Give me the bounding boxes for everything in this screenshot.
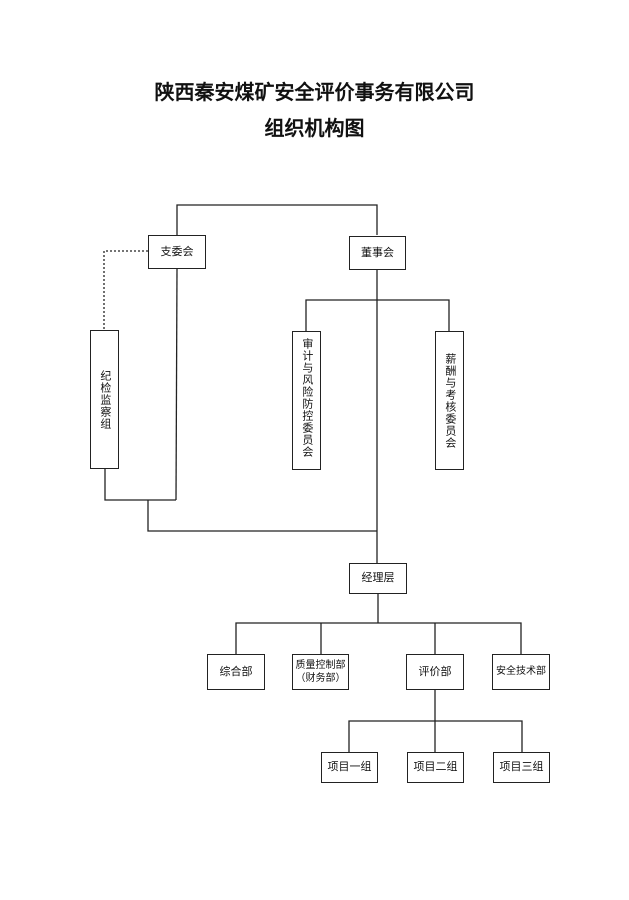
qc-dept-box: 质量控制部 （财务部） bbox=[292, 654, 349, 690]
evaluation-dept-box: 评价部 bbox=[406, 654, 464, 690]
general-dept-label: 综合部 bbox=[219, 664, 253, 678]
compensation-committee-label: 薪酬与考核委员会 bbox=[443, 352, 457, 449]
general-dept-box: 综合部 bbox=[207, 654, 265, 690]
company-title: 陕西秦安煤矿安全评价事务有限公司 bbox=[154, 80, 475, 104]
board-box: 董事会 bbox=[349, 236, 406, 270]
safety-tech-dept-label: 安全技术部 bbox=[496, 666, 546, 678]
party-committee-label: 支委会 bbox=[160, 244, 194, 258]
audit-committee-label: 审计与风险防控委员会 bbox=[300, 338, 314, 458]
project-group-3-label: 项目三组 bbox=[499, 760, 544, 774]
connector-dotted-discipline bbox=[103, 250, 148, 330]
connector-discipline-join bbox=[104, 469, 176, 501]
safety-tech-dept-box: 安全技术部 bbox=[492, 654, 550, 690]
project-group-2-label: 项目二组 bbox=[413, 760, 458, 774]
qc-dept-label: 质量控制部 bbox=[295, 659, 346, 671]
discipline-label: 纪检监察组 bbox=[98, 369, 112, 430]
party-committee-box: 支委会 bbox=[148, 235, 206, 269]
evaluation-dept-label: 评价部 bbox=[418, 664, 452, 678]
connector-party-down bbox=[175, 268, 178, 501]
project-group-1-label: 项目一组 bbox=[327, 760, 372, 774]
management-box: 经理层 bbox=[349, 563, 407, 594]
board-label: 董事会 bbox=[361, 245, 394, 259]
project-group-3-box: 项目三组 bbox=[493, 752, 550, 783]
project-group-2-box: 项目二组 bbox=[407, 752, 464, 783]
project-group-1-box: 项目一组 bbox=[321, 752, 378, 783]
connector-project-bracket bbox=[348, 720, 523, 752]
management-label: 经理层 bbox=[361, 571, 395, 585]
finance-dept-label: （财务部） bbox=[295, 673, 346, 684]
chart-title: 组织机构图 bbox=[264, 116, 365, 140]
discipline-box: 纪检监察组 bbox=[90, 330, 119, 469]
connector-committees bbox=[305, 299, 450, 331]
compensation-committee-box: 薪酬与考核委员会 bbox=[435, 331, 464, 470]
connector-dept-bracket bbox=[235, 622, 522, 654]
connector-top-bracket bbox=[176, 204, 378, 235]
audit-committee-box: 审计与风险防控委员会 bbox=[292, 331, 321, 470]
connector-left-to-main bbox=[147, 500, 377, 532]
